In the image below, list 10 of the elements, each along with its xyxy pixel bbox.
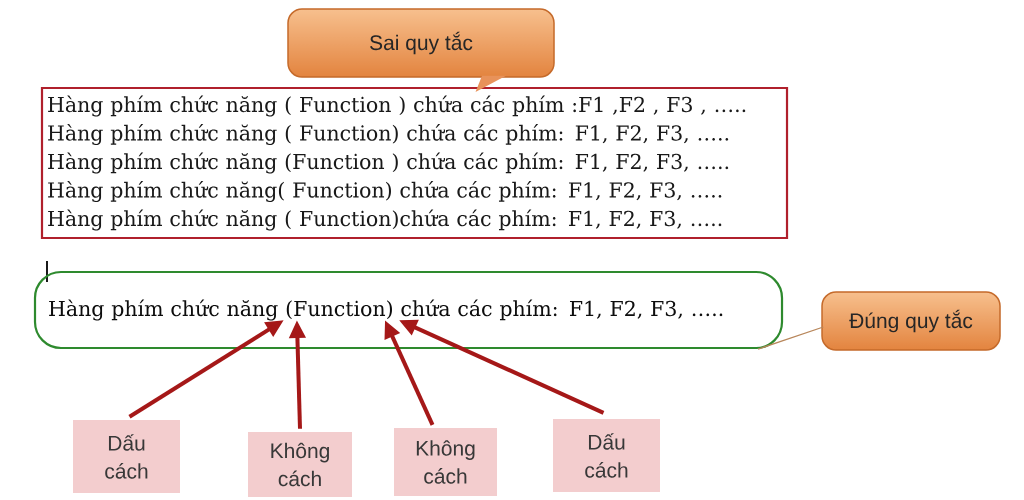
leader-line: [757, 326, 824, 350]
text-box: Hàng phím chức năng ( Function ) chứa các phím :F1 ,F2 , F3 , ….. Hàng phím chức năng ( Function) chứa các phím: F1, F2, F3, ….. Hàng phím chức năng (Function ) chứa các phím: F1, F2, F3, ….. Hàng phím chức năng( Function) chứa các phím: F1, F2, F3, ….. Hàng phím chức năng ( Function)chứa các phím: F1, F2, F3, …..: [40, 86, 789, 240]
label-box: Không cách: [248, 432, 352, 497]
label-box: Dấu cách: [73, 420, 180, 493]
rounded-box: Hàng phím chức năng (Function) chứa các phím: F1, F2, F3, …..: [33, 270, 784, 350]
callout-box: Đúng quy tắc: [821, 291, 1001, 351]
callout-box: Sai quy tắc: [287, 8, 555, 78]
label-box: Dấu cách: [553, 419, 660, 492]
label-box: Không cách: [394, 428, 497, 496]
callout-tail: [475, 75, 506, 92]
